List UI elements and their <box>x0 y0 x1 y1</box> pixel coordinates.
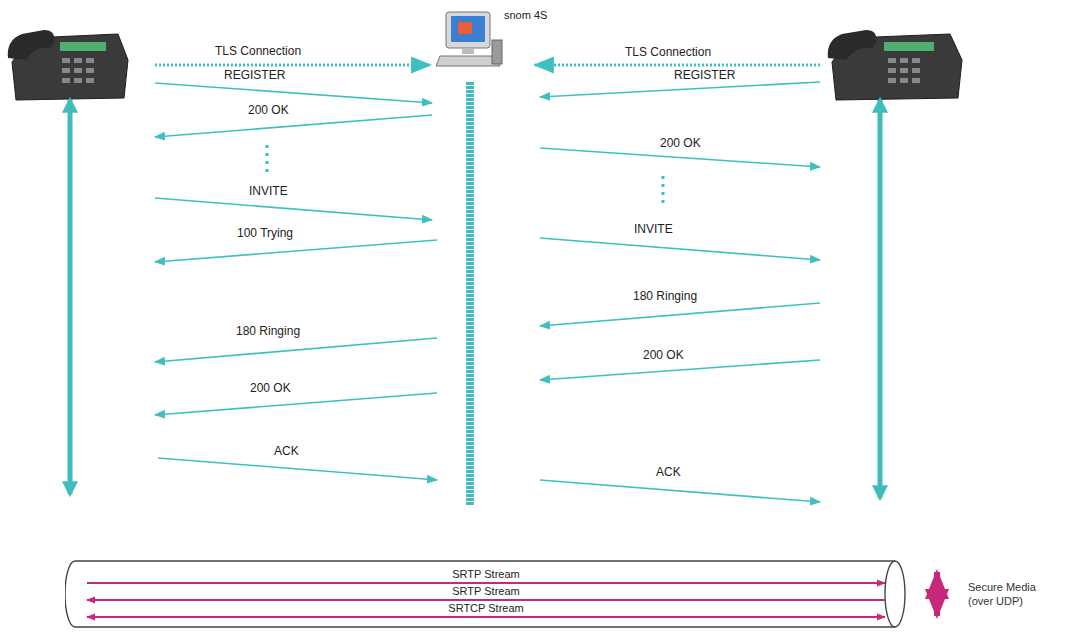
tube-rim <box>885 561 895 627</box>
message-arrow <box>158 458 437 480</box>
stream-label: SRTP Stream <box>449 585 522 597</box>
server-icon <box>436 12 502 66</box>
message-label: 200 OK <box>246 103 291 117</box>
tube-shape <box>65 561 905 627</box>
message-arrow <box>540 480 820 502</box>
message-label: 200 OK <box>248 381 293 395</box>
message-label: TLS Connection <box>213 44 303 58</box>
server-lifeline <box>466 82 474 505</box>
tls-arrow <box>155 64 430 67</box>
message-label: 200 OK <box>658 136 703 150</box>
message-arrow <box>540 238 820 260</box>
message-label: 200 OK <box>641 348 686 362</box>
message-arrow <box>155 393 437 415</box>
message-arrow <box>540 303 820 326</box>
phone-icon <box>8 30 128 100</box>
server-label: snom 4S <box>504 9 547 22</box>
stream-arrow <box>87 616 885 618</box>
message-arrow <box>155 240 437 262</box>
message-label: REGISTER <box>672 68 737 82</box>
message-arrow <box>540 148 820 167</box>
stream-row: SRTCP Stream <box>65 600 907 617</box>
message-label: INVITE <box>247 184 290 198</box>
ellipsis-dots <box>662 176 665 207</box>
secure-media-tube: SRTP StreamSRTP StreamSRTCP Stream <box>65 560 907 628</box>
message-label: TLS Connection <box>623 45 713 59</box>
stream-arrow <box>87 599 885 601</box>
ellipsis-dots <box>266 145 269 176</box>
phone-lifeline <box>878 100 883 498</box>
message-arrow <box>540 360 820 380</box>
message-label: ACK <box>272 444 301 458</box>
message-arrow <box>155 115 432 137</box>
phone-lifeline <box>68 100 73 494</box>
message-arrow <box>540 82 820 97</box>
message-arrow <box>155 338 437 362</box>
message-arrows <box>535 65 820 502</box>
stream-arrow <box>87 582 885 584</box>
legend-text: Secure Media (over UDP) <box>968 580 1052 608</box>
message-label: 180 Ringing <box>234 324 302 338</box>
message-label: ACK <box>654 465 683 479</box>
message-label: REGISTER <box>222 68 287 82</box>
message-label: 180 Ringing <box>631 289 699 303</box>
phone-icon <box>828 30 962 100</box>
stream-row: SRTP Stream <box>65 566 907 583</box>
legend-sample <box>934 572 940 616</box>
stream-label: SRTCP Stream <box>445 602 526 614</box>
stream-label: SRTP Stream <box>449 568 522 580</box>
message-label: INVITE <box>632 222 675 236</box>
message-arrow <box>155 198 432 220</box>
message-arrows <box>155 65 437 480</box>
tls-arrow <box>535 64 820 67</box>
message-label: 100 Trying <box>235 226 295 240</box>
message-arrow <box>155 83 432 103</box>
server-node: snom 4S <box>504 9 547 22</box>
stream-row: SRTP Stream <box>65 583 907 600</box>
